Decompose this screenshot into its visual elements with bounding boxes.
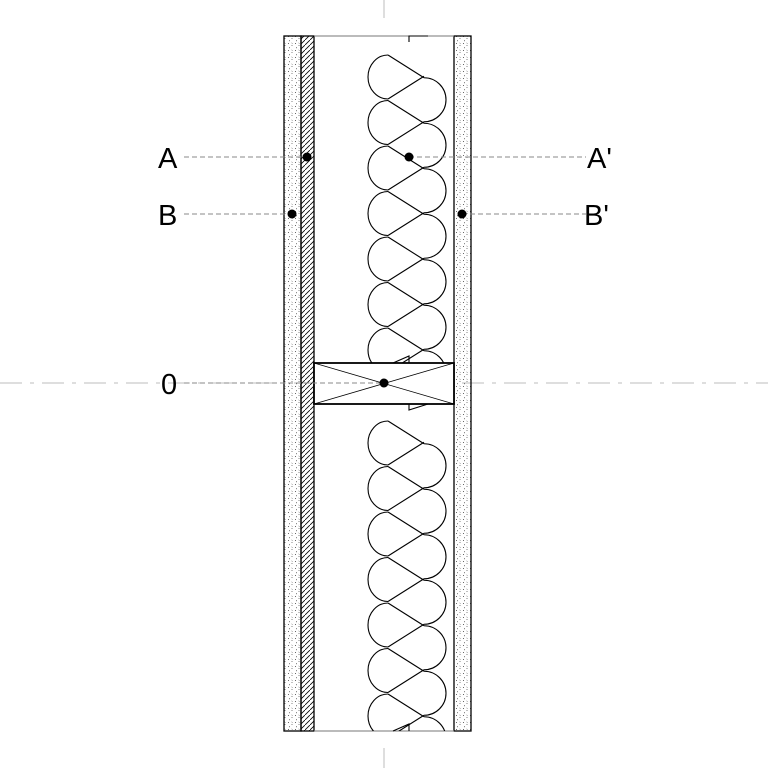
batt-diagonal	[387, 236, 425, 261]
batt-diagonal	[387, 648, 425, 672]
batt-loop-right	[423, 716, 446, 731]
batt-diagonal	[387, 532, 425, 557]
batt-loop-right	[423, 213, 447, 259]
insulation-tab-mid-top	[392, 355, 410, 364]
batt-loop-left	[367, 281, 389, 328]
batt-diagonal	[387, 282, 425, 306]
point-a	[302, 152, 312, 162]
batt-loop-left	[367, 511, 389, 557]
batt-diagonal	[387, 557, 425, 581]
batt-diagonal	[387, 166, 425, 191]
point-b-prime	[457, 209, 467, 219]
batt-diagonal	[387, 693, 425, 718]
batt-loop-left	[367, 99, 389, 146]
batt-diagonal	[387, 441, 425, 466]
point-origin	[379, 378, 389, 388]
batt-diagonal	[401, 348, 425, 363]
batt-loop-right	[423, 304, 447, 350]
batt-diagonal	[398, 714, 425, 731]
batt-loop-right	[423, 122, 447, 168]
batt-loop-right	[423, 534, 447, 580]
batt-diagonal	[387, 578, 425, 602]
batt-diagonal	[387, 623, 425, 648]
batt-loop-right	[423, 625, 447, 671]
label-a: A	[158, 143, 178, 175]
batt-loop-right	[424, 762, 446, 768]
batt-diagonal	[387, 487, 425, 511]
batt-loop-left	[367, 54, 389, 100]
batt-loop-left	[367, 190, 389, 237]
batt-loop-left	[367, 556, 389, 603]
batt-loop-right	[423, 443, 447, 489]
batt-diagonal	[387, 212, 425, 236]
insulation-tab-top	[408, 35, 428, 42]
batt-diagonal	[387, 420, 425, 445]
batt-loop-right	[423, 670, 447, 716]
batt-loop-left	[367, 465, 389, 512]
batt-diagonal	[387, 75, 425, 100]
batt-diagonal	[387, 121, 425, 145]
batt-diagonal	[387, 54, 425, 79]
batt-loop-right	[423, 488, 447, 534]
batt-loop-right	[423, 579, 447, 625]
insulation-batt-top	[367, 54, 447, 363]
batt-diagonal	[388, 740, 424, 763]
batt-loop-right	[423, 168, 447, 214]
insulation-tab-mid-bottom	[408, 403, 429, 411]
batt-loop-left	[367, 602, 389, 648]
batt-diagonal	[388, 761, 424, 768]
point-a-prime	[404, 152, 414, 162]
batt-loop-left	[367, 236, 389, 282]
batt-diagonal	[387, 602, 425, 627]
label-b-prime: B'	[584, 200, 609, 232]
point-b	[287, 209, 297, 219]
label-origin: 0	[161, 369, 177, 401]
batt-loop-right	[423, 77, 447, 123]
batt-diagonal	[387, 466, 425, 490]
batt-loop-right	[423, 350, 445, 363]
label-a-prime: A'	[587, 143, 612, 175]
measurement-points	[287, 152, 467, 388]
batt-loop-left	[367, 647, 389, 694]
batt-diagonal	[387, 191, 425, 215]
batt-diagonal	[387, 100, 425, 124]
batt-loop-left	[367, 420, 389, 466]
batt-diagonal	[387, 511, 425, 536]
leader-lines	[184, 156, 586, 384]
batt-loop-left	[367, 145, 389, 191]
insulation-tab-bottom	[392, 723, 410, 732]
batt-loop-left	[367, 327, 389, 363]
batt-diagonal	[387, 257, 425, 282]
batt-loop-left	[367, 693, 389, 731]
batt-diagonal	[387, 327, 425, 352]
batt-diagonal	[387, 669, 425, 693]
batt-diagonal	[387, 303, 425, 327]
batt-loop-right	[423, 259, 447, 305]
batt-loop-left	[368, 740, 388, 768]
right-sheathing-layer	[453, 35, 472, 732]
insulation-batt-bottom	[367, 420, 447, 768]
label-b: B	[158, 200, 177, 232]
